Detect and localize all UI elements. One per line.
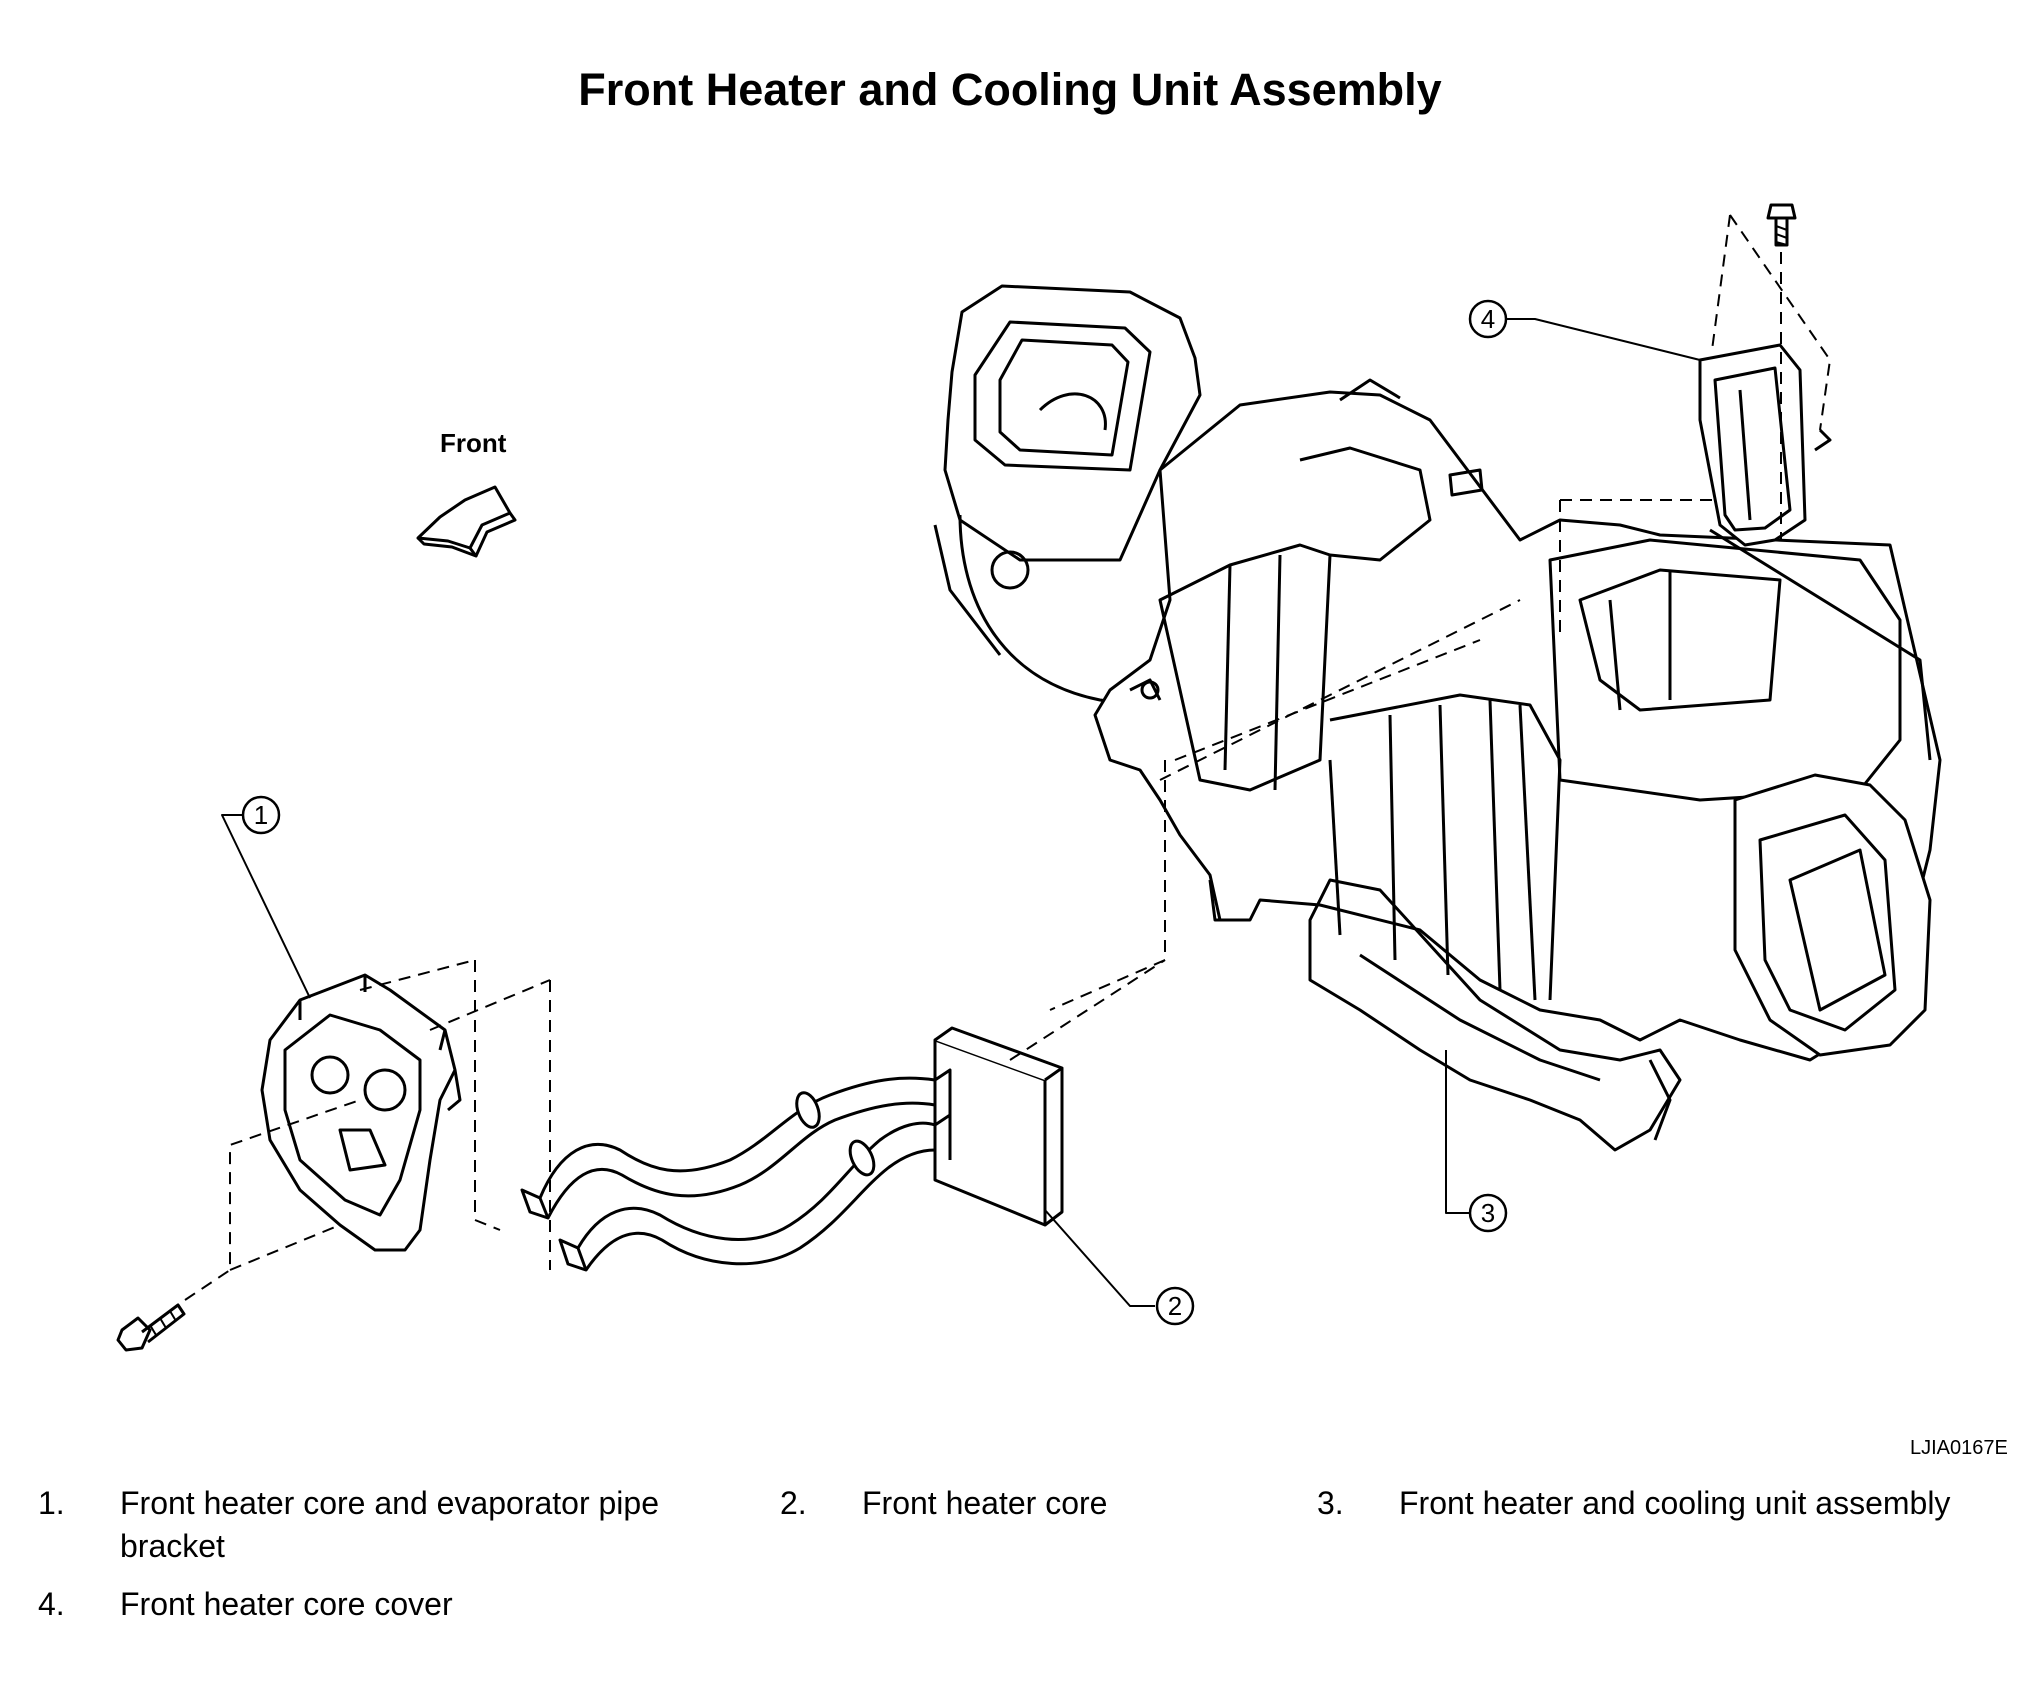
legend-number: 1. [38,1485,65,1521]
assembly-dash-lines-cover [1711,214,1831,540]
page-title: Front Heater and Cooling Unit Assembly [578,64,1442,115]
heater-core-cover-drawing [1698,343,1832,547]
callout-1: 1 [241,795,281,835]
bracket-bolt-icon [116,1303,186,1352]
svg-text:3: 3 [1481,1198,1495,1228]
assembly-dash-lines-bracket [184,959,551,1301]
legend-number: 4. [38,1586,65,1622]
assembly-dash-lines-core [1009,959,1166,1061]
bolt-icon [1766,203,1797,247]
front-direction-arrow [416,485,517,558]
front-direction-label: Front [440,428,507,458]
legend-text: Front heater core cover [120,1586,453,1622]
legend-text: Front heater core [862,1485,1108,1521]
legend-text: Front heater and cooling unit assembly [1399,1485,1951,1521]
callout-leaders [221,318,1701,1307]
svg-text:1: 1 [254,800,268,830]
callout-4: 4 [1468,299,1508,339]
callout-3: 3 [1468,1193,1508,1233]
svg-text:2: 2 [1168,1291,1182,1321]
heater-cooling-unit-drawing [933,284,1942,1152]
legend-text: Front heater core and evaporator pipe br… [120,1485,659,1564]
figure-code: LJIA0167E [1910,1437,2008,1459]
svg-text:4: 4 [1481,304,1495,334]
legend-number: 2. [780,1485,807,1521]
callout-2: 2 [1155,1286,1195,1326]
legend-number: 3. [1317,1485,1344,1521]
heater-core-drawing [520,1026,1064,1272]
